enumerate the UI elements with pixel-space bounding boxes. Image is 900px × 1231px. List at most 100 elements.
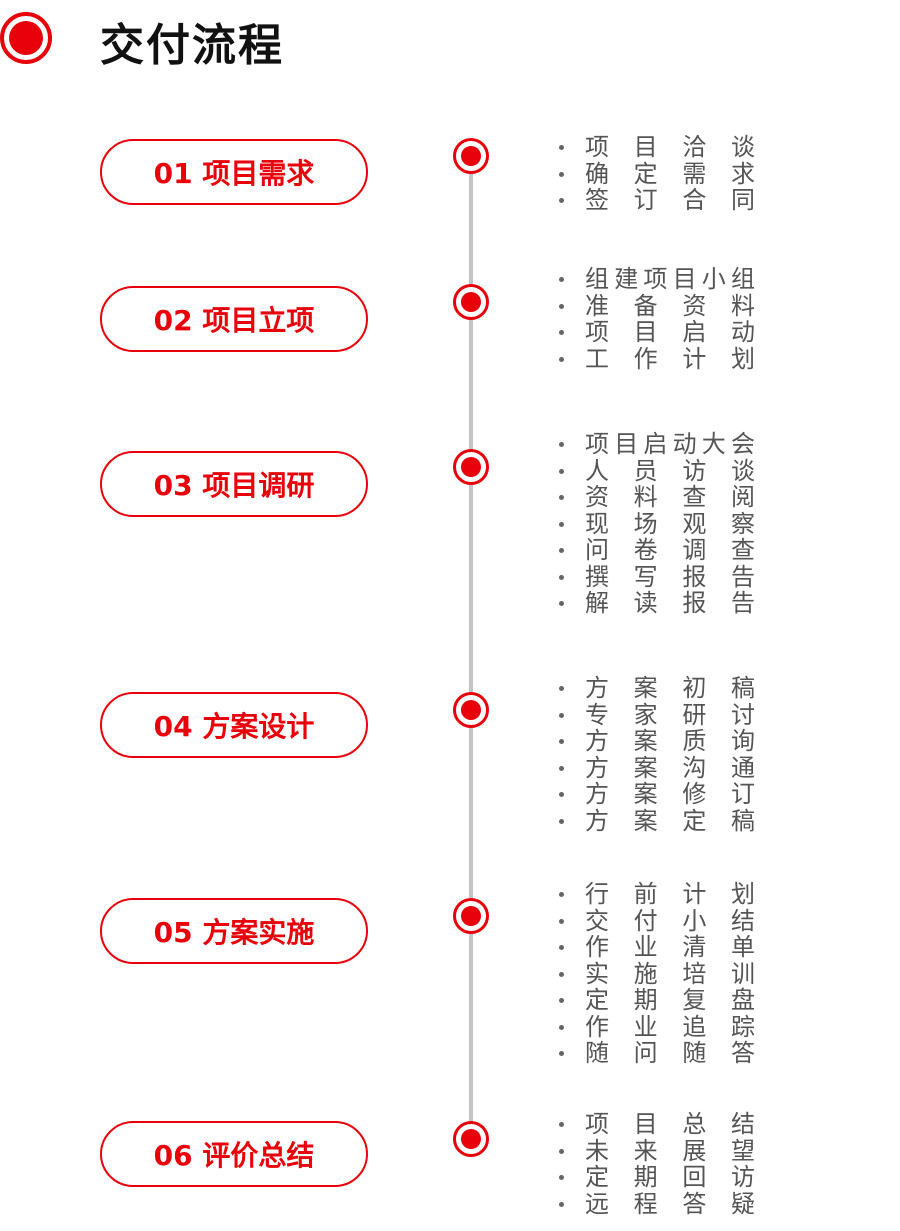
task-label: 项目启动大会 [585,430,755,458]
bullet-icon [559,686,564,691]
task-item: 项目洽谈 [555,134,755,161]
task-label: 签订合同 [585,186,755,214]
bullet-icon [559,601,564,606]
timeline-node-icon-05 [453,898,489,934]
task-item: 方案修订 [555,781,755,808]
bullet-icon [559,998,564,1003]
task-item: 远程答疑 [555,1189,755,1218]
bullet-icon [559,1175,564,1180]
page-title: 交付流程 [100,20,284,71]
task-label: 资料查阅 [585,483,755,511]
task-item: 未来展望 [555,1137,755,1165]
bullet-icon [559,739,564,744]
task-label: 作业追踪 [585,1012,755,1041]
timeline-node-icon-04 [453,692,489,728]
timeline-node-icon-03 [453,449,489,485]
task-item: 定期回访 [555,1164,755,1191]
stage-pill-03[interactable]: 03 项目调研 [100,451,368,517]
stage-pill-05[interactable]: 05 方案实施 [100,898,368,964]
task-list-04: 方案初稿专家研讨方案质询方案沟通方案修订方案定稿 [555,675,755,834]
task-list-02: 组建项目小组准备资料项目启动工作计划 [555,266,755,372]
bullet-icon [559,356,564,362]
bullet-icon [559,277,564,282]
stage-pill-01[interactable]: 01 项目需求 [100,139,368,205]
task-item: 实施培训 [555,959,755,988]
task-label: 解读报告 [585,589,755,617]
bullet-icon [559,892,564,897]
bullet-icon [559,765,564,771]
bullet-icon [559,818,564,824]
bullet-icon [559,1122,564,1127]
task-item: 项目总结 [555,1111,755,1138]
task-label: 方案修订 [585,780,755,808]
task-item: 作业清单 [555,934,755,961]
task-item: 现场观察 [555,509,755,538]
task-item: 确定需求 [555,159,755,188]
task-item: 作业追踪 [555,1012,755,1041]
task-list-03: 项目启动大会人员访谈资料查阅现场观察问卷调查撰写报告解读报告 [555,431,755,617]
timeline-node-icon-01 [453,138,489,174]
bullet-icon [559,1051,564,1056]
task-label: 作业清单 [585,933,755,961]
task-label: 准备资料 [585,291,755,320]
task-item: 签订合同 [555,187,755,214]
task-label: 行前计划 [585,880,755,908]
task-label: 工作计划 [585,344,755,373]
task-label: 交付小结 [585,906,755,935]
bullet-icon [559,521,564,527]
bullet-icon [559,971,564,977]
task-label: 方案质询 [585,727,755,755]
bullet-icon [559,442,564,447]
timeline-node-dot [461,906,481,926]
stage-pill-02[interactable]: 02 项目立项 [100,286,368,352]
bullet-icon [559,792,564,797]
bullet-icon [559,548,564,553]
task-item: 项目启动 [555,319,755,346]
task-label: 远程答疑 [585,1189,755,1218]
task-item: 专家研讨 [555,701,755,729]
bullet-icon [559,945,564,950]
task-label: 组建项目小组 [585,265,755,293]
bullet-icon [559,198,564,203]
header-dot-inner [9,21,43,55]
task-item: 准备资料 [555,291,755,320]
task-label: 实施培训 [585,959,755,988]
task-label: 项目洽谈 [585,133,755,161]
task-item: 方案质询 [555,728,755,755]
task-label: 随问随答 [585,1039,755,1067]
task-label: 确定需求 [585,159,755,188]
bullet-icon [559,918,564,924]
task-label: 撰写报告 [585,562,755,591]
task-item: 行前计划 [555,881,755,908]
task-label: 定期回访 [585,1163,755,1191]
task-item: 问卷调查 [555,537,755,564]
stage-pill-04[interactable]: 04 方案设计 [100,692,368,758]
task-item: 解读报告 [555,590,755,617]
timeline-node-dot [461,700,481,720]
task-label: 问卷调查 [585,536,755,564]
timeline-node-dot [461,292,481,312]
timeline-node-dot [461,146,481,166]
task-item: 方案定稿 [555,807,755,835]
bullet-icon [559,574,564,580]
task-item: 定期复盘 [555,987,755,1014]
bullet-icon [559,1024,564,1030]
timeline-node-icon-02 [453,284,489,320]
stage-pill-06[interactable]: 06 评价总结 [100,1121,368,1187]
bullet-icon [559,145,564,150]
task-label: 现场观察 [585,509,755,538]
task-label: 方案沟通 [585,753,755,782]
bullet-icon [559,712,564,718]
bullet-icon [559,1201,564,1207]
task-item: 人员访谈 [555,457,755,485]
task-item: 交付小结 [555,906,755,935]
task-label: 方案初稿 [585,674,755,702]
task-item: 随问随答 [555,1040,755,1067]
task-label: 定期复盘 [585,986,755,1014]
timeline-node-icon-06 [453,1121,489,1157]
task-list-05: 行前计划交付小结作业清单实施培训定期复盘作业追踪随问随答 [555,881,755,1067]
bullet-icon [559,171,564,177]
bullet-icon [559,468,564,474]
bullet-icon [559,330,564,335]
task-item: 资料查阅 [555,484,755,511]
